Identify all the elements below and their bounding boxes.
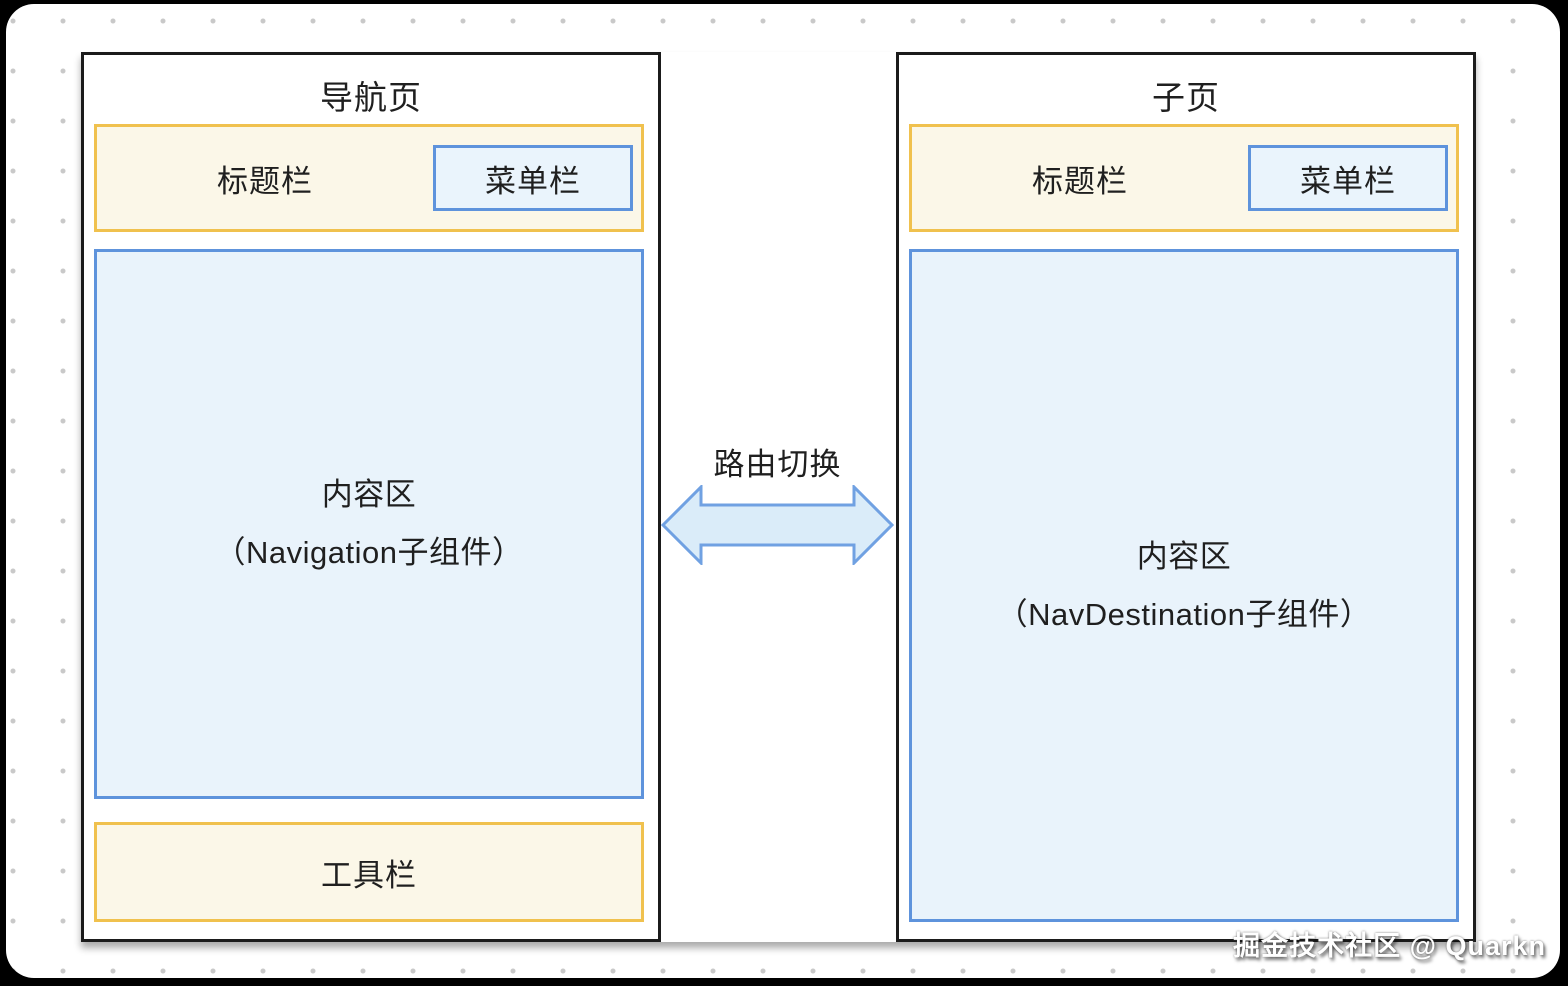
left-title-bar: 标题栏 菜单栏 — [94, 124, 644, 232]
left-content-area: 内容区 （Navigation子组件） — [94, 249, 644, 799]
sub-page-title: 子页 — [1152, 79, 1220, 116]
right-content-area: 内容区 （NavDestination子组件） — [909, 249, 1459, 922]
route-switch-connector: 路由切换 — [661, 448, 894, 565]
navigation-page-panel: 导航页 标题栏 菜单栏 内容区 （Navigation子组件） 工具栏 — [81, 52, 661, 942]
right-content-line1: 内容区 — [1136, 538, 1232, 574]
navigation-page-title: 导航页 — [320, 79, 422, 116]
route-switch-label: 路由切换 — [713, 447, 842, 482]
right-menu-bar: 菜单栏 — [1248, 145, 1448, 211]
dotted-grid-canvas: 导航页 标题栏 菜单栏 内容区 （Navigation子组件） 工具栏 路由切换… — [6, 4, 1560, 978]
left-toolbar: 工具栏 — [94, 822, 644, 922]
double-arrow-shape — [661, 485, 894, 565]
watermark: 掘金技术社区 @ Quarkn — [1233, 931, 1546, 961]
left-menu-bar: 菜单栏 — [433, 145, 633, 211]
right-content-line2: （NavDestination子组件） — [996, 596, 1372, 632]
left-title-bar-label: 标题栏 — [217, 163, 313, 199]
double-arrow-icon — [661, 485, 894, 565]
left-content-line1: 内容区 — [321, 477, 417, 512]
right-title-bar-label: 标题栏 — [1032, 163, 1128, 199]
right-title-bar: 标题栏 菜单栏 — [909, 124, 1459, 232]
left-content-line2: （Navigation子组件） — [214, 535, 524, 570]
sub-page-panel: 子页 标题栏 菜单栏 内容区 （NavDestination子组件） — [896, 52, 1476, 942]
